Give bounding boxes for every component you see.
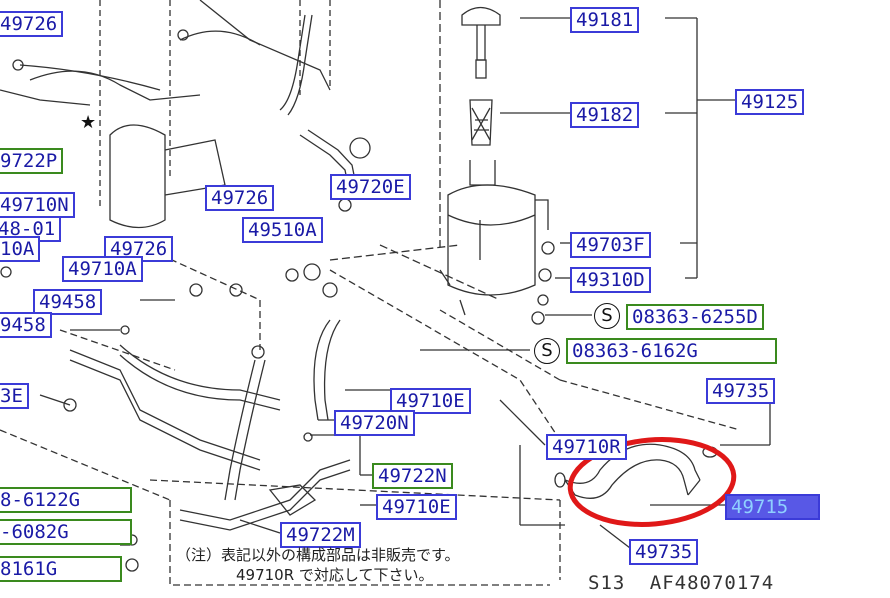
- part-label-49182[interactable]: 49182: [570, 102, 640, 128]
- part-label-49722P[interactable]: 9722P: [0, 148, 64, 174]
- part-label-10A[interactable]: 10A: [0, 236, 41, 262]
- part-label-49710A[interactable]: 49710A: [62, 256, 143, 282]
- part-label-49181[interactable]: 49181: [570, 7, 640, 33]
- part-label-49726[interactable]: 49726: [205, 185, 275, 211]
- part-label-08363-6255D[interactable]: 08363-6255D: [626, 304, 764, 330]
- part-label-08363-6162G[interactable]: 08363-6162G: [566, 338, 777, 364]
- part-label-49720E[interactable]: 49720E: [330, 174, 411, 200]
- diagram-code: S13 AF48070174: [588, 572, 775, 594]
- standard-part-symbol: S: [594, 303, 620, 329]
- part-label-49125[interactable]: 49125: [735, 89, 805, 115]
- part-label-8161G[interactable]: 8161G: [0, 556, 122, 582]
- part-label-49735-top[interactable]: 49735: [706, 378, 776, 404]
- part-label-49710R[interactable]: 49710R: [546, 434, 627, 460]
- part-label-49710E[interactable]: 49710E: [376, 494, 457, 520]
- part-label-49310D[interactable]: 49310D: [570, 267, 651, 293]
- part-label-49710E[interactable]: 49710E: [390, 388, 471, 414]
- standard-part-symbol: S: [534, 338, 560, 364]
- footnote-line-1: （注）表記以外の構成部品は非販売です。: [176, 546, 460, 564]
- part-label-6082G[interactable]: -6082G: [0, 519, 132, 545]
- star-icon: ★: [80, 112, 97, 133]
- part-label-49510A[interactable]: 49510A: [242, 217, 323, 243]
- part-label-49726[interactable]: 49726: [104, 236, 174, 262]
- part-label-49458[interactable]: 49458: [33, 289, 103, 315]
- part-label-6122G[interactable]: 8-6122G: [0, 487, 132, 513]
- part-label-49735-bottom[interactable]: 49735: [629, 539, 699, 565]
- part-label-9458[interactable]: 9458: [0, 312, 52, 338]
- highlight-circle: [567, 437, 737, 527]
- part-label-49722N[interactable]: 49722N: [372, 463, 453, 489]
- part-label-3E[interactable]: 3E: [0, 383, 29, 409]
- part-label-49722M[interactable]: 49722M: [280, 522, 361, 548]
- part-label-49710N[interactable]: 49710N: [0, 192, 75, 218]
- footnote-line-2: 49710R で対応して下さい。: [236, 566, 434, 584]
- part-label-49703F[interactable]: 49703F: [570, 232, 651, 258]
- part-label-49720N[interactable]: 49720N: [334, 410, 415, 436]
- part-label-49715-selected[interactable]: 49715: [725, 494, 820, 520]
- part-label-49726-top[interactable]: 49726: [0, 11, 64, 37]
